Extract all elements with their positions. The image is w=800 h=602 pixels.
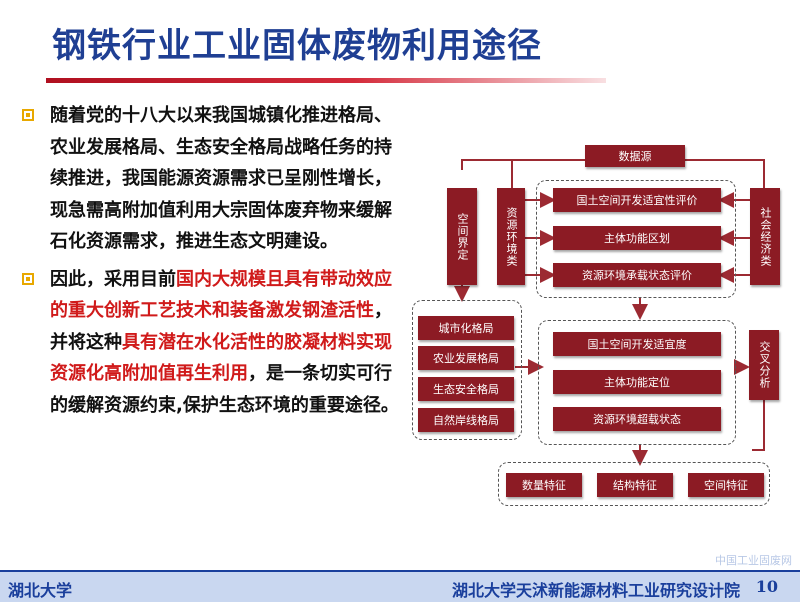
footer-university: 湖北大学	[8, 581, 73, 600]
evaluation-box: 主体功能区划	[553, 226, 721, 250]
bullet-square-icon	[22, 272, 34, 285]
pattern-box: 城市化格局	[418, 316, 514, 340]
socio-economic-box: 社会经济类	[750, 188, 780, 285]
pattern-box: 自然岸线格局	[418, 408, 514, 432]
feature-box: 结构特征	[597, 473, 673, 497]
cross-analysis-box: 交叉分析	[749, 330, 779, 400]
footer-institute: 湖北大学天沭新能源材料工业研究设计院	[451, 581, 740, 600]
bullet-item-1: 随着党的十八大以来我国城镇化推进格局、农业发展格局、生态安全格局战略任务的持续推…	[20, 100, 400, 258]
evaluation-box: 资源环境承载状态评价	[553, 263, 721, 287]
pattern-box: 生态安全格局	[418, 377, 514, 401]
result-box: 国土空间开发适宜度	[553, 332, 721, 356]
bullet-2-highlight-b: 具有潜在水化活性的胶凝材料实现资源化高附加值再生利用	[50, 331, 392, 385]
bullet-2-highlight-a: 国内大规模且具有带动效应的重大创新工艺技术和装备激发钢渣活性	[50, 268, 392, 322]
page-number: 10	[755, 577, 778, 596]
footer-bar: 湖北大学 湖北大学天沭新能源材料工业研究设计院 10	[0, 570, 800, 602]
data-source-box: 数据源	[585, 145, 685, 167]
bullet-2-text-a: 因此，采用目前	[50, 268, 176, 290]
connector-line	[752, 400, 765, 451]
bullet-1-text: 随着党的十八大以来我国城镇化推进格局、农业发展格局、生态安全格局战略任务的持续推…	[50, 105, 392, 252]
pattern-box: 农业发展格局	[418, 346, 514, 370]
resource-environment-box: 资源环境类	[497, 188, 525, 285]
feature-box: 空间特征	[688, 473, 764, 497]
watermark-text: 中国工业固废网	[715, 554, 792, 567]
connector-line	[461, 159, 585, 170]
bullet-item-2: 因此，采用目前国内大规模且具有带动效应的重大创新工艺技术和装备激发钢渣活性，并将…	[20, 264, 400, 422]
title-underline	[46, 78, 606, 83]
bullet-2-text-b: ，并将这种	[50, 300, 392, 353]
spatial-boundary-box: 空间界定	[447, 188, 477, 285]
evaluation-box: 国土空间开发适宜性评价	[553, 188, 721, 212]
bullet-list: 随着党的十八大以来我国城镇化推进格局、农业发展格局、生态安全格局战略任务的持续推…	[20, 100, 400, 427]
feature-box: 数量特征	[506, 473, 582, 497]
bullet-square-icon	[22, 109, 34, 121]
result-box: 主体功能定位	[553, 370, 721, 394]
connector-line	[685, 159, 765, 188]
slide-title: 钢铁行业工业固体废物利用途径	[52, 26, 542, 66]
result-box: 资源环境超载状态	[553, 407, 721, 431]
bullet-2-text-c: ，是一条切实可行的缓解资源约束,保护生态环境的重要途径。	[50, 363, 399, 416]
